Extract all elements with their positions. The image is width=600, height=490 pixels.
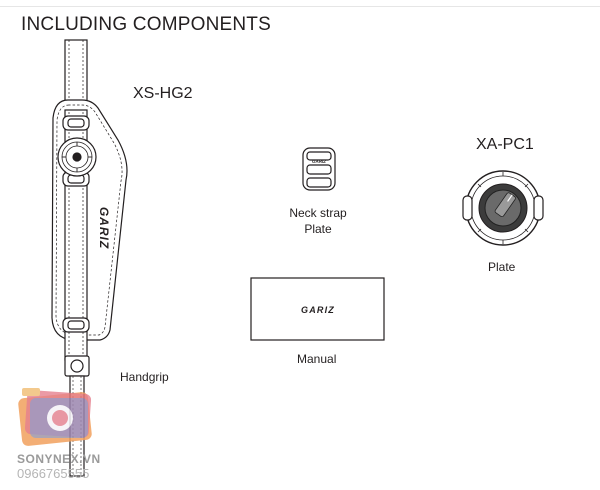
neck-strap-label-line2: Plate [304, 222, 332, 236]
manual-logo: GARIZ [301, 305, 335, 315]
handgrip-model-label: XS-HG2 [133, 85, 193, 102]
watermark-camera-logo [18, 388, 92, 446]
handgrip-logo: GARIZ [97, 207, 111, 249]
neck-strap-label-line1: Neck strap [289, 206, 347, 220]
plate-label: Plate [488, 260, 516, 274]
neck-strap-plate-drawing [302, 147, 336, 191]
handgrip-label: Handgrip [120, 370, 169, 384]
plate-xa-pc1-drawing [462, 170, 544, 246]
manual-label: Manual [297, 352, 337, 366]
neck-strap-logo: GARIZ [312, 159, 326, 164]
watermark-phone: 0966765555 [17, 466, 90, 481]
plate-model-label: XA-PC1 [476, 136, 534, 153]
top-divider [0, 6, 600, 7]
watermark-site: SONYNEX.VN [17, 452, 101, 466]
page-title: INCLUDING COMPONENTS [21, 14, 271, 35]
manual-drawing [250, 277, 385, 341]
neck-strap-label: Neck strap Plate [283, 205, 353, 237]
